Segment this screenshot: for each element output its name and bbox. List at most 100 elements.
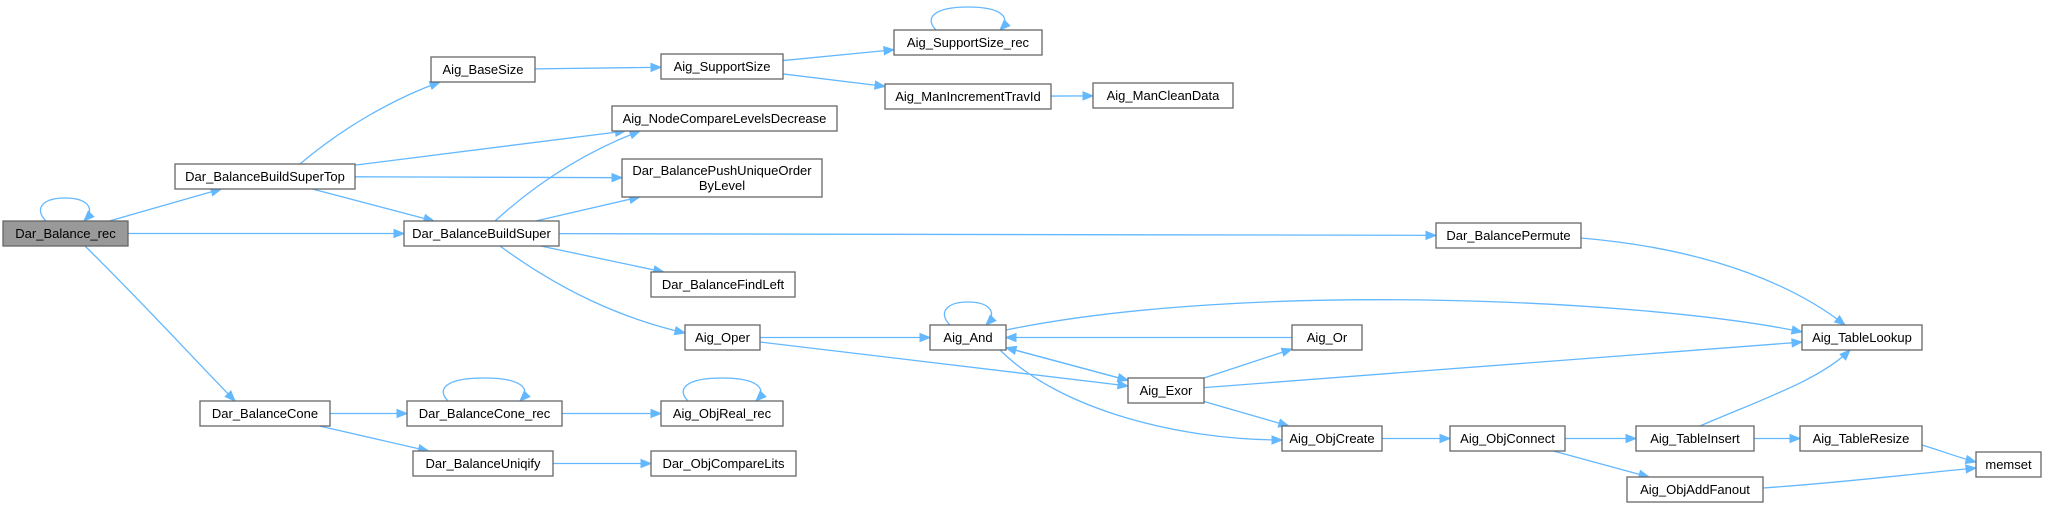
node-label: ByLevel — [699, 178, 745, 193]
edges-layer — [40, 6, 1978, 489]
node-aig-nodecomparelevelsdecrease[interactable]: Aig_NodeCompareLevelsDecrease — [611, 105, 838, 132]
arrowhead — [1964, 454, 1978, 465]
node-aig-objcreate[interactable]: Aig_ObjCreate — [1281, 425, 1383, 452]
arrowhead — [396, 408, 409, 419]
node-label: Aig_ManCleanData — [1107, 88, 1221, 103]
node-aig-objconnect[interactable]: Aig_ObjConnect — [1449, 425, 1566, 452]
node-label: Dar_BalanceCone — [212, 406, 318, 421]
node-box — [1975, 451, 2042, 478]
node-aig-oper[interactable]: Aig_Oper — [684, 324, 761, 351]
node-dar-balancebuildsupertop[interactable]: Dar_BalanceBuildSuperTop — [174, 163, 356, 190]
arrowhead — [1965, 464, 1978, 474]
edge-aig-and-to-aig-tablelookup — [1005, 299, 1804, 335]
node-box — [893, 29, 1043, 56]
node-label: Dar_ObjCompareLits — [662, 456, 785, 471]
edge-line — [319, 425, 429, 452]
nodes-layer: Dar_Balance_recDar_BalanceBuildSuperTopD… — [2, 29, 2042, 503]
arrowhead — [883, 46, 896, 56]
node-aig-objaddfanout[interactable]: Aig_ObjAddFanout — [1626, 476, 1764, 503]
node-dar-balancecone[interactable]: Dar_BalanceCone — [199, 400, 331, 427]
node-box — [174, 163, 356, 190]
node-dar-balance-rec[interactable]: Dar_Balance_rec — [2, 220, 129, 247]
edge-line — [930, 6, 1006, 31]
edge-line — [782, 49, 895, 62]
node-label: Dar_BalanceCone_rec — [419, 406, 551, 421]
edge-line — [354, 130, 626, 166]
node-aig-supportsize[interactable]: Aig_SupportSize — [660, 53, 784, 80]
node-box — [403, 220, 560, 247]
node-aig-basesize[interactable]: Aig_BaseSize — [430, 56, 536, 83]
node-label: Aig_TableInsert — [1650, 431, 1740, 446]
arrowhead — [1790, 325, 1804, 335]
edge-aig-and-to-aig-objcreate — [999, 349, 1284, 445]
node-label: Aig_ObjReal_rec — [673, 406, 772, 421]
node-memset[interactable]: memset — [1975, 451, 2042, 478]
arrowhead — [1625, 433, 1638, 444]
node-label: Dar_Balance_rec — [15, 226, 116, 241]
arrowhead — [519, 390, 531, 402]
node-dar-balanceuniqify[interactable]: Dar_BalanceUniqify — [412, 450, 554, 477]
edge-line — [540, 245, 664, 273]
arrowhead — [755, 390, 767, 402]
edge-line — [1553, 450, 1650, 478]
node-dar-objcomparelits[interactable]: Dar_ObjCompareLits — [650, 450, 797, 477]
arrowhead — [1117, 380, 1130, 390]
node-aig-exor[interactable]: Aig_Exor — [1127, 377, 1205, 404]
node-aig-and[interactable]: Aig_And — [929, 324, 1007, 351]
node-label: Dar_BalanceBuildSuper — [412, 226, 551, 241]
node-dar-balancefindleft[interactable]: Dar_BalanceFindLeft — [650, 271, 796, 298]
arrowhead — [650, 408, 663, 419]
arrowhead — [1082, 91, 1095, 101]
node-aig-objreal-rec[interactable]: Aig_ObjReal_rec — [660, 400, 784, 427]
arrowhead — [874, 80, 887, 90]
edge-dar-balancebuildsupertop-to-aig-basesize — [299, 81, 442, 165]
node-label: Aig_SupportSize — [674, 59, 771, 74]
edge-dar-balancecone-rec-to-aig-objreal-rec — [562, 408, 663, 419]
edge-line — [494, 130, 641, 222]
edge-line — [999, 349, 1283, 441]
node-aig-mancleandata[interactable]: Aig_ManCleanData — [1092, 82, 1234, 109]
arrowhead — [1271, 435, 1284, 445]
node-aig-or[interactable]: Aig_Or — [1291, 324, 1363, 351]
node-box — [650, 450, 797, 477]
edge-dar-balanceuniqify-to-dar-objcomparelits — [553, 458, 653, 469]
node-dar-balancepermute[interactable]: Dar_BalancePermute — [1435, 222, 1582, 249]
edge-aig-exor-to-aig-or — [1203, 347, 1294, 379]
edge-line — [354, 176, 623, 179]
node-box — [1449, 425, 1566, 452]
node-box — [1281, 425, 1383, 452]
arrowhead — [919, 332, 932, 343]
node-label: Aig_Oper — [695, 330, 751, 345]
node-box — [1291, 324, 1363, 351]
node-label: Aig_ObjConnect — [1460, 431, 1555, 446]
arrowhead — [428, 81, 442, 91]
node-aig-tableresize[interactable]: Aig_TableResize — [1799, 425, 1923, 452]
node-box — [684, 324, 761, 351]
edge-dar-balance-rec-to-dar-balancecone — [84, 245, 236, 402]
edge-dar-balancebuildsupertop-to-aig-nodecomparelevelsdecrease — [354, 127, 627, 166]
node-box — [611, 105, 838, 132]
node-box — [1092, 82, 1234, 109]
edge-line — [943, 301, 993, 326]
edge-line — [1203, 341, 1803, 389]
node-box — [650, 271, 796, 298]
arrowhead — [628, 130, 642, 140]
edge-line — [1762, 467, 1977, 489]
node-label: Aig_NodeCompareLevelsDecrease — [623, 111, 827, 126]
edge-aig-tableinsert-to-aig-tablelookup — [1699, 349, 1851, 427]
node-aig-tableinsert[interactable]: Aig_TableInsert — [1635, 425, 1755, 452]
edge-aig-objconnect-to-aig-tableinsert — [1565, 433, 1638, 444]
edge-aig-oper-to-aig-exor — [759, 341, 1130, 390]
node-box — [1635, 425, 1755, 452]
node-aig-supportsize-rec[interactable]: Aig_SupportSize_rec — [893, 29, 1043, 56]
node-dar-balancebuildsuper[interactable]: Dar_BalanceBuildSuper — [403, 220, 560, 247]
node-aig-tablelookup[interactable]: Aig_TableLookup — [1801, 324, 1923, 351]
edge-aig-objreal-rec-to-aig-objreal-rec — [682, 377, 767, 402]
edge-aig-exor-to-aig-tablelookup — [1203, 338, 1804, 389]
arrowhead — [1439, 433, 1452, 444]
node-dar-balancecone-rec[interactable]: Dar_BalanceCone_rec — [406, 400, 563, 427]
node-aig-manincrementtravid[interactable]: Aig_ManIncrementTravId — [884, 83, 1052, 110]
edge-line — [109, 188, 222, 222]
edge-aig-objcreate-to-aig-objconnect — [1382, 433, 1452, 444]
